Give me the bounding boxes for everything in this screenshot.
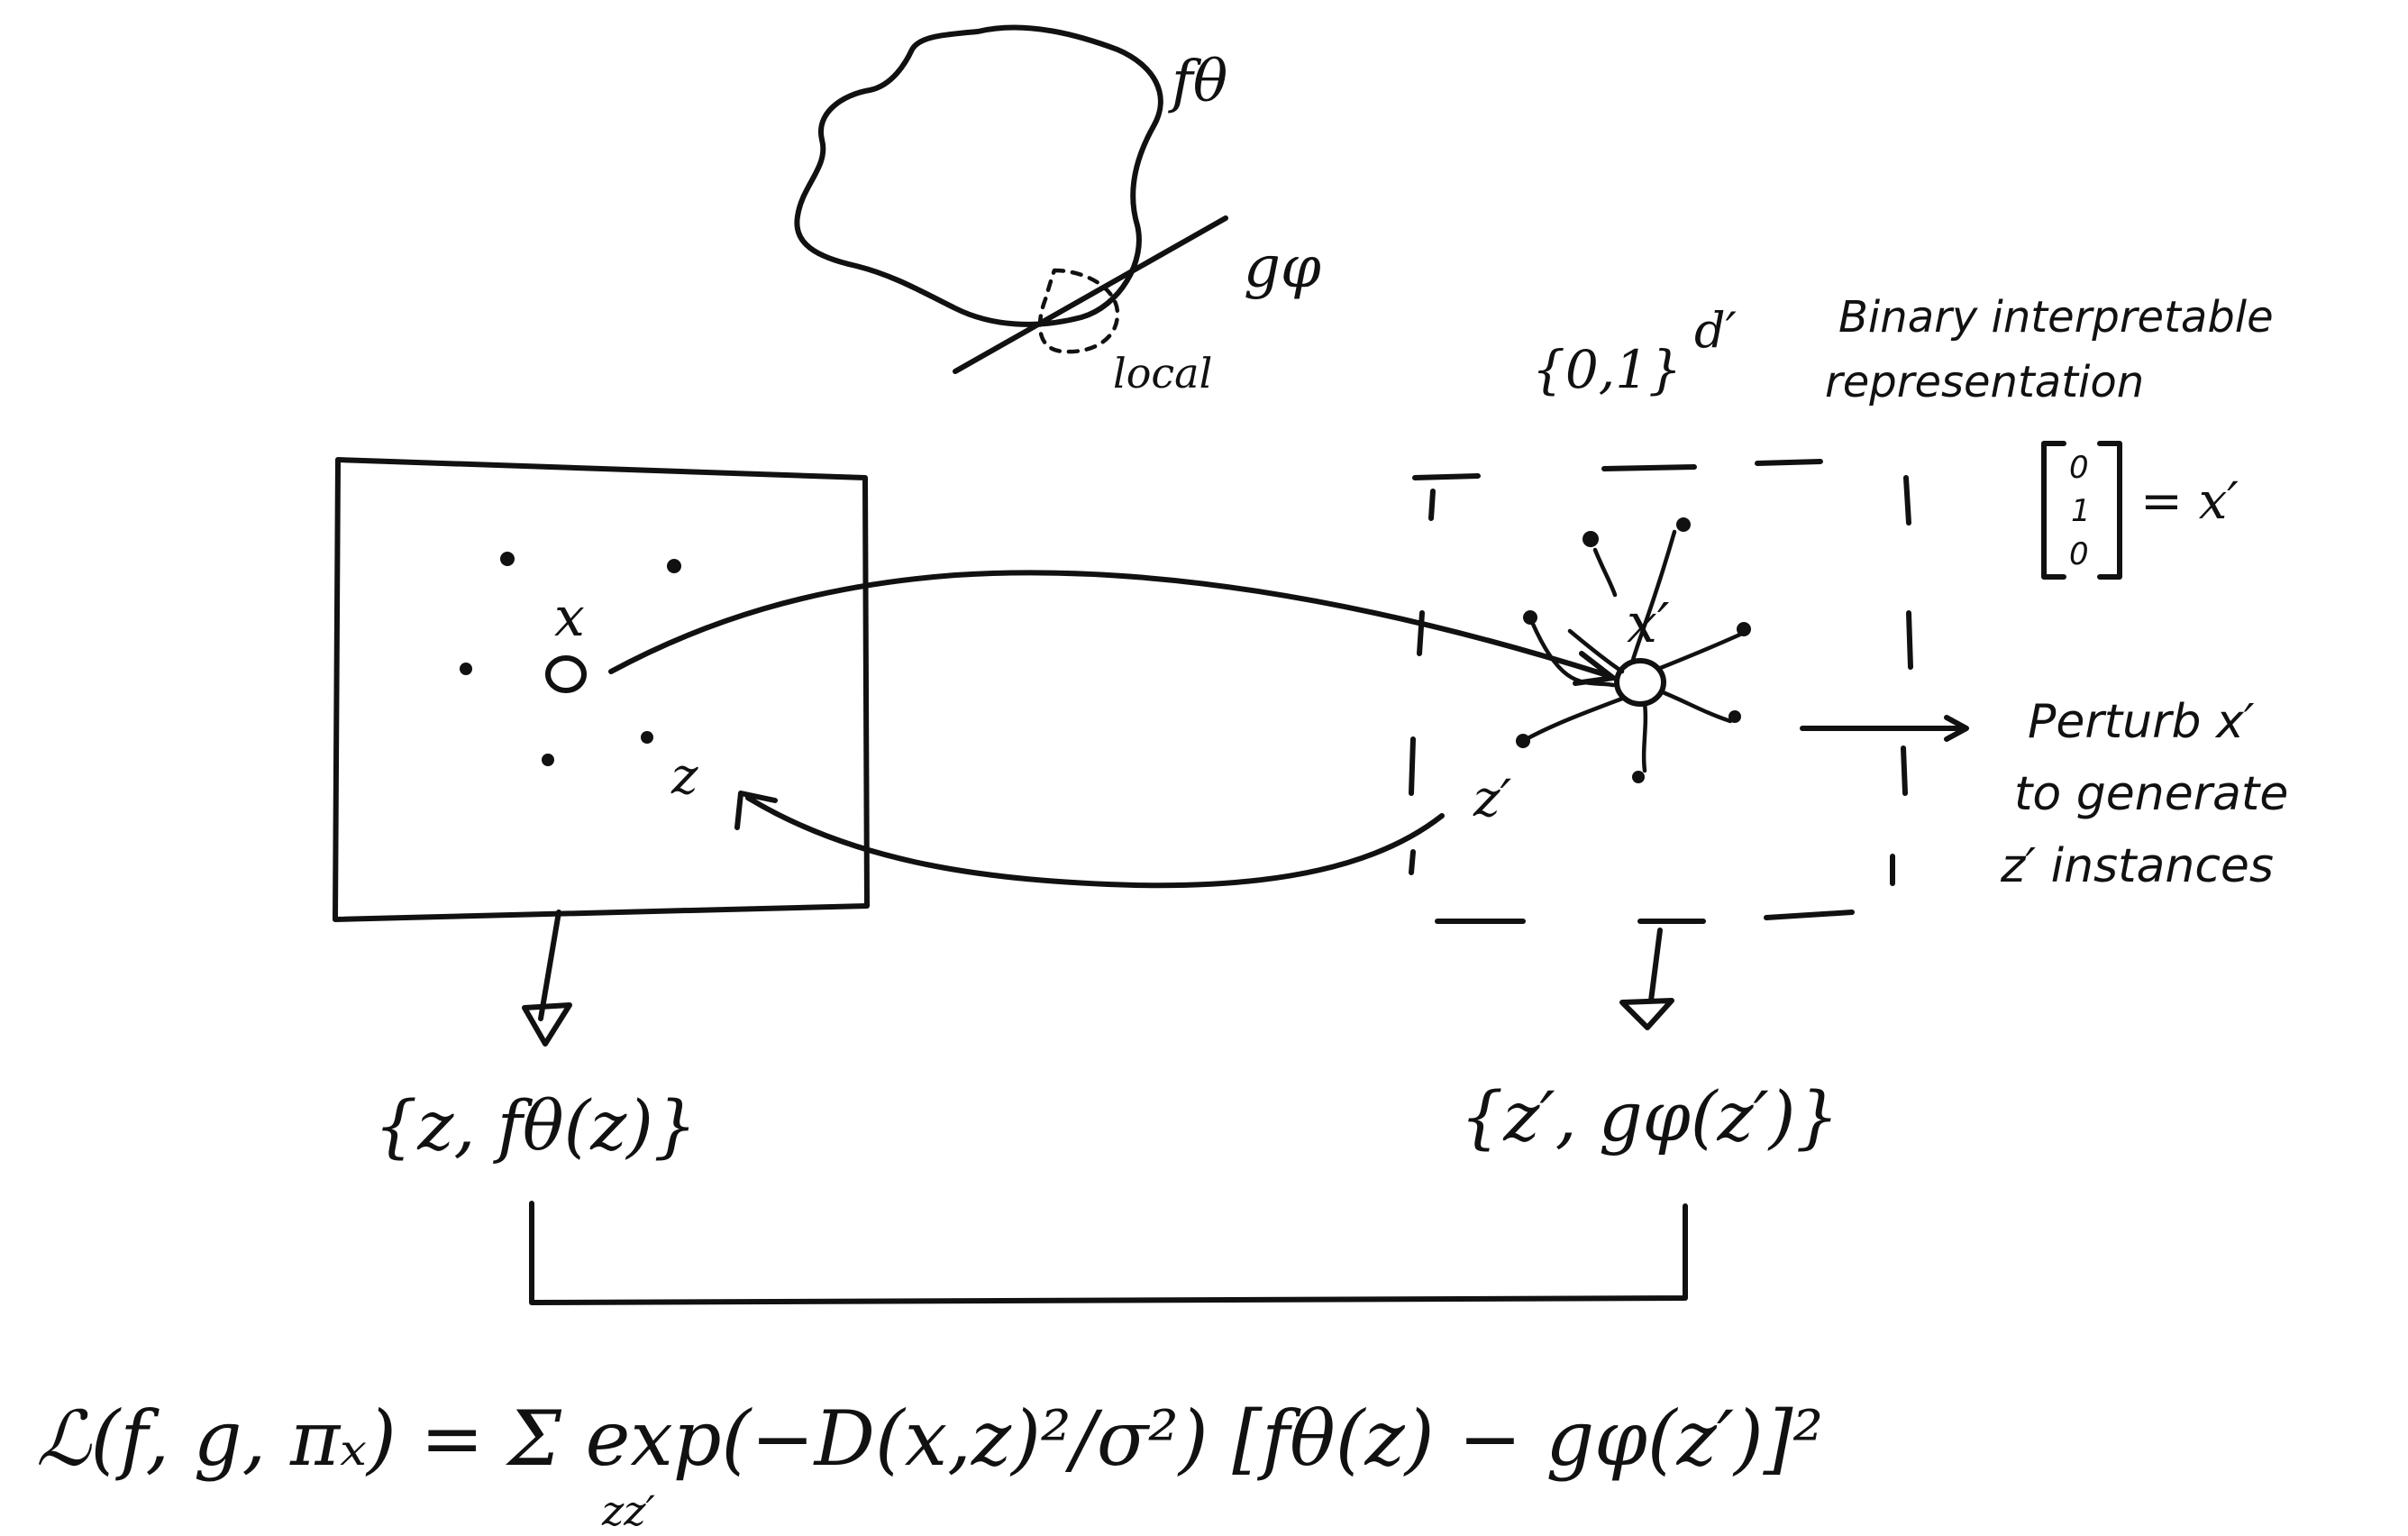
perturbed-point [1676, 517, 1691, 532]
interpretable-space-box [1409, 459, 1913, 924]
down-arrow-left [538, 910, 561, 1021]
mapping-arrow-x [608, 570, 1607, 677]
sample-point [500, 552, 515, 566]
loss-formula: ℒ(f, g, πₓ) = Σ exp(−D(x,z)²/σ²) [fθ(z) … [36, 1394, 1823, 1483]
sample-point [641, 731, 653, 744]
z-prime-label: z′ [1473, 770, 1512, 828]
perturbed-point [1728, 710, 1741, 723]
vector-left-bracket [2041, 441, 2066, 580]
sample-point [667, 559, 681, 573]
mapping-arrowhead-z [734, 791, 778, 830]
x-label-left: x [554, 586, 585, 649]
instance-x-prime-circle [1614, 658, 1666, 707]
g-phi-line [953, 215, 1228, 374]
local-circle [1037, 268, 1120, 354]
original-space-box [333, 457, 870, 922]
loss-sum-subscript: zz′ [601, 1486, 655, 1535]
f-theta-label: fθ [1168, 49, 1227, 115]
set-right: {z′, gφ(z′)} [1460, 1076, 1839, 1157]
binary-space-exponent: d′ [1694, 302, 1737, 359]
perturb-note-line3: z′ instances [2000, 839, 2274, 893]
set-left: {z, fθ(z)} [374, 1085, 697, 1166]
binary-note-line1: Binary interpretable [1838, 292, 2274, 343]
perturbed-point [1523, 610, 1537, 625]
binary-space-label: {0,1} [1532, 339, 1682, 400]
mapping-arrowhead-x [1573, 651, 1616, 686]
binary-note-line2: representation [1825, 357, 2144, 407]
vector-right-bracket [2097, 441, 2122, 580]
down-arrow-right [1648, 928, 1663, 1003]
f-theta-blob [794, 24, 1163, 327]
g-phi-label: gφ [1244, 234, 1321, 301]
vector-entry: 0 [2069, 450, 2089, 486]
perturbed-point [1516, 734, 1530, 748]
perturbation-rays [1520, 529, 1747, 773]
perturb-arrowhead [1944, 715, 1969, 742]
z-label-left: z [670, 747, 698, 806]
vector-entry: 1 [2071, 493, 2091, 529]
perturb-note-line2: to generate [2014, 767, 2288, 821]
perturbed-point [1583, 531, 1599, 547]
mapping-arrow-z [745, 795, 1445, 889]
down-arrowhead-left [522, 1002, 572, 1047]
local-label: local [1113, 349, 1212, 398]
sample-point [460, 663, 472, 675]
vector-equals-label: = x′ [2140, 472, 2239, 531]
perturbed-point [1632, 771, 1645, 783]
down-arrowhead-right [1619, 998, 1674, 1030]
perturb-note-line1: Perturb x′ [2028, 695, 2255, 749]
instance-x-circle [545, 655, 587, 693]
perturbed-point [1737, 622, 1751, 636]
sample-point [542, 754, 554, 766]
pairing-bracket [529, 1201, 1688, 1305]
x-prime-label: x′ [1627, 592, 1670, 655]
vector-entry: 0 [2069, 536, 2089, 572]
